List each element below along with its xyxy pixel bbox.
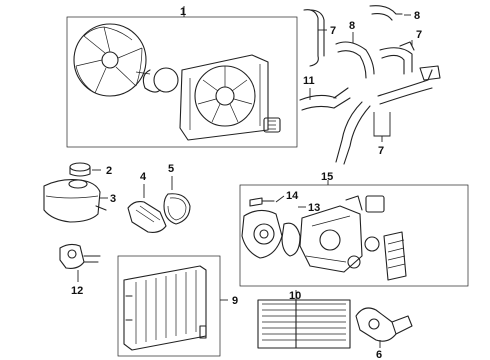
auxiliary-pump: 12	[59, 243, 101, 297]
callout-7c: 7	[378, 145, 384, 157]
callout-3: 3	[110, 193, 116, 205]
seal-ring: 5	[163, 163, 191, 225]
hose-8-lower	[335, 41, 375, 79]
callout-8b: 8	[349, 20, 355, 32]
fan-shroud-group: 1	[66, 6, 298, 148]
water-outlet: 6	[355, 307, 413, 360]
pump-thermostat-group: 15 14 13	[239, 171, 469, 287]
callout-15: 15	[321, 171, 333, 183]
callout-6: 6	[376, 349, 382, 360]
hose-7-upper	[303, 9, 319, 67]
callout-9: 9	[232, 295, 238, 307]
fan-motor	[135, 67, 179, 93]
hose-11	[299, 87, 351, 111]
air-shutter: 10	[257, 290, 351, 349]
callout-13: 13	[308, 202, 320, 214]
radiator-group: 9	[117, 255, 238, 357]
callout-5: 5	[168, 163, 174, 175]
callout-14: 14	[286, 190, 299, 202]
hose-7-right	[379, 47, 413, 75]
callout-4: 4	[140, 171, 147, 183]
fan-shroud	[179, 54, 269, 141]
cooling-fan	[73, 23, 147, 97]
callout-7b: 7	[416, 29, 422, 41]
callout-10: 10	[289, 290, 301, 302]
outlet-housing: 4	[127, 171, 167, 233]
coolant-reservoir: 3	[43, 179, 116, 223]
callout-8a: 8	[414, 10, 420, 22]
callout-11: 11	[303, 75, 315, 87]
callout-2: 2	[106, 165, 112, 177]
callout-12: 12	[71, 285, 83, 297]
fan-resistor	[263, 117, 281, 133]
reservoir-cap: 2	[69, 162, 112, 177]
callout-1: 1	[180, 6, 186, 18]
hose-8-upper	[369, 5, 403, 21]
callout-7a: 7	[330, 25, 336, 37]
upper-hoses: 7 8 8 7 11 7	[299, 5, 441, 165]
